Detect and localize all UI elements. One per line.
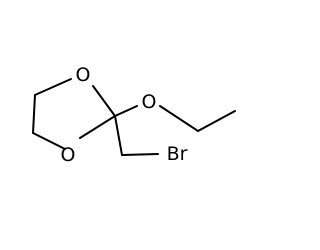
bond-quaternary-c-to-o-ethoxy: [114, 105, 138, 117]
atom-label-bromine: Br: [167, 143, 188, 165]
bond-ch2-top-to-o-top: [34, 78, 72, 96]
molecule-structure: O O O Br: [32, 64, 236, 166]
bond-ch2-bottom-to-o-bottom: [32, 132, 66, 150]
bond-o-top-to-quaternary-c: [92, 85, 116, 117]
bond-o-ethoxy-to-ch2: [159, 105, 199, 132]
bond-ch2-top-to-ch2-bottom: [32, 94, 36, 134]
bond-ch2-to-br: [121, 153, 159, 156]
atom-label-oxygen-ring-top: O: [76, 64, 91, 86]
atom-label-oxygen-ethoxy: O: [142, 91, 157, 113]
bond-ch2-to-ch3: [197, 110, 236, 132]
bond-quaternary-c-to-ch2br: [114, 115, 123, 156]
structure-canvas: O O O Br: [32, 64, 236, 166]
atom-label-oxygen-ring-bottom: O: [61, 144, 76, 166]
bond-o-bottom-to-quaternary-c: [79, 115, 116, 139]
